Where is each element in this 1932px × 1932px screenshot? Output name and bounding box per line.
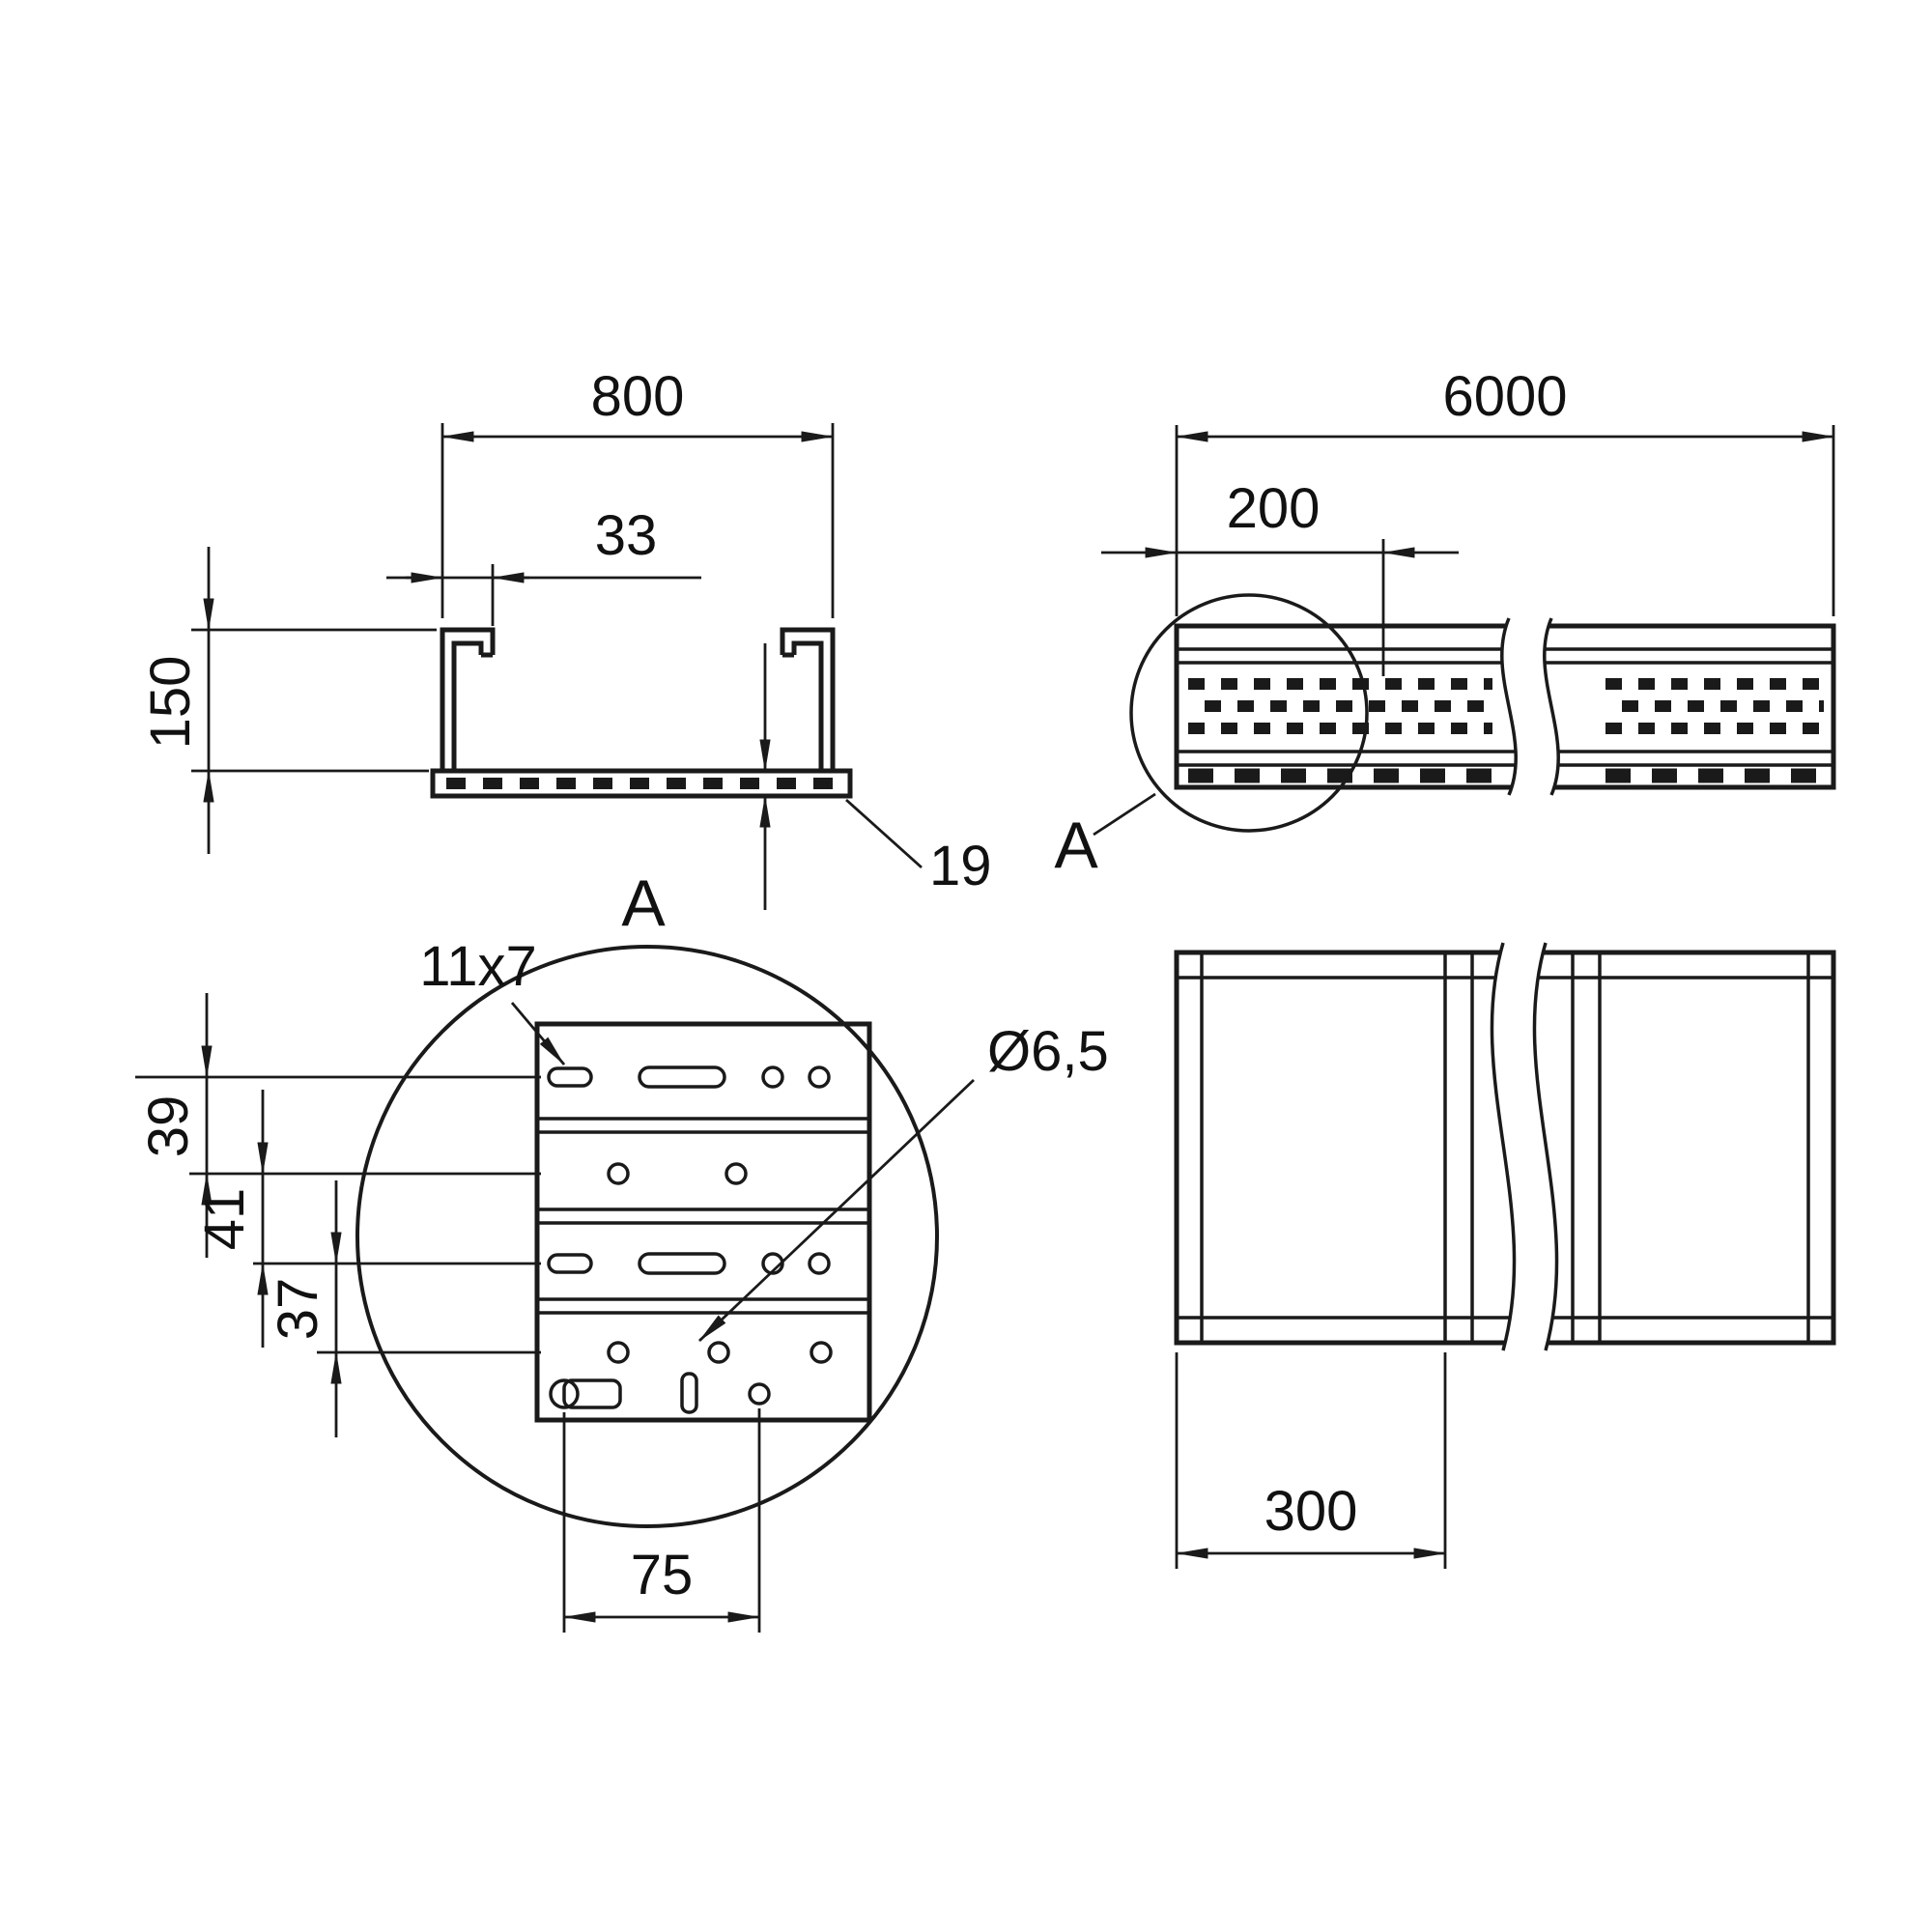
detail-dimensions: 11x7 Ø6,5 39 41 37 xyxy=(135,935,1109,1633)
break-line-left xyxy=(1500,617,1518,796)
pitch-a-dim: 39 xyxy=(137,1095,200,1158)
plan-view-body xyxy=(1174,942,1836,1351)
side-view: 6000 200 A xyxy=(1054,365,1836,882)
round-hole xyxy=(808,1252,831,1275)
rung-spacing-dim: 300 xyxy=(1264,1480,1358,1543)
hole-spacing-dim: 75 xyxy=(631,1544,694,1606)
hole-diameter-leader xyxy=(698,1078,975,1343)
slot-hole xyxy=(547,1253,593,1274)
slot-hole xyxy=(547,1066,593,1088)
detail-view-a: A xyxy=(135,867,1109,1633)
detail-plate xyxy=(534,1021,872,1423)
round-hole xyxy=(724,1162,748,1185)
round-hole xyxy=(810,1341,833,1364)
plan-view: 300 xyxy=(1174,942,1836,1569)
detail-marker-label: A xyxy=(1054,809,1098,882)
pitch-c-dim: 37 xyxy=(267,1278,329,1341)
bottom-height-leader xyxy=(845,798,923,869)
long-slot-hole xyxy=(638,1252,726,1275)
break-line-right xyxy=(1543,617,1560,796)
slot-size-label: 11x7 xyxy=(419,935,536,998)
cross-section-bottom-dim: 19 xyxy=(929,835,992,897)
side-view-dimensions: 6000 200 A xyxy=(1054,365,1835,882)
side-perforations xyxy=(1188,678,1824,783)
cross-section-view: 800 33 150 19 xyxy=(139,365,992,910)
plate-holes xyxy=(547,1065,833,1414)
detail-marker-leader xyxy=(1093,792,1156,837)
pitch-b-dim: 41 xyxy=(193,1188,256,1251)
long-slot-hole xyxy=(638,1065,726,1089)
cross-section-dimensions: 800 33 150 19 xyxy=(139,365,992,910)
cross-section-width-dim: 800 xyxy=(591,365,685,428)
side-view-body xyxy=(1174,617,1836,796)
right-wall-outer xyxy=(780,627,836,771)
round-hole xyxy=(607,1162,630,1185)
break-line-right xyxy=(1532,942,1559,1351)
hole-diameter-label: Ø6,5 xyxy=(987,1020,1109,1083)
round-hole xyxy=(607,1341,630,1364)
keyhole-slot xyxy=(562,1378,622,1409)
round-hole xyxy=(761,1065,784,1089)
detail-marker-circle xyxy=(1129,593,1369,833)
vertical-slot xyxy=(680,1372,698,1414)
detail-view-title: A xyxy=(621,867,666,940)
side-view-offset-dim: 200 xyxy=(1227,477,1321,540)
left-wall-inner xyxy=(451,640,484,771)
break-line-left xyxy=(1490,942,1517,1351)
round-hole xyxy=(707,1341,730,1364)
right-wall-inner xyxy=(791,640,824,771)
round-hole xyxy=(808,1065,831,1089)
cross-section-lip-dim: 33 xyxy=(595,504,658,567)
keyhole-round xyxy=(549,1378,580,1409)
cross-section-profile xyxy=(430,627,853,799)
side-view-length-dim: 6000 xyxy=(1442,365,1567,428)
round-hole xyxy=(748,1382,771,1406)
left-wall-outer xyxy=(440,627,496,771)
bottom-rung-band xyxy=(430,768,853,799)
plan-view-dimensions: 300 xyxy=(1175,1352,1447,1569)
detail-view-circle xyxy=(355,945,939,1528)
cross-section-height-dim: 150 xyxy=(139,656,202,750)
break-mask xyxy=(1492,943,1557,1350)
slot-size-leader xyxy=(510,1002,566,1065)
